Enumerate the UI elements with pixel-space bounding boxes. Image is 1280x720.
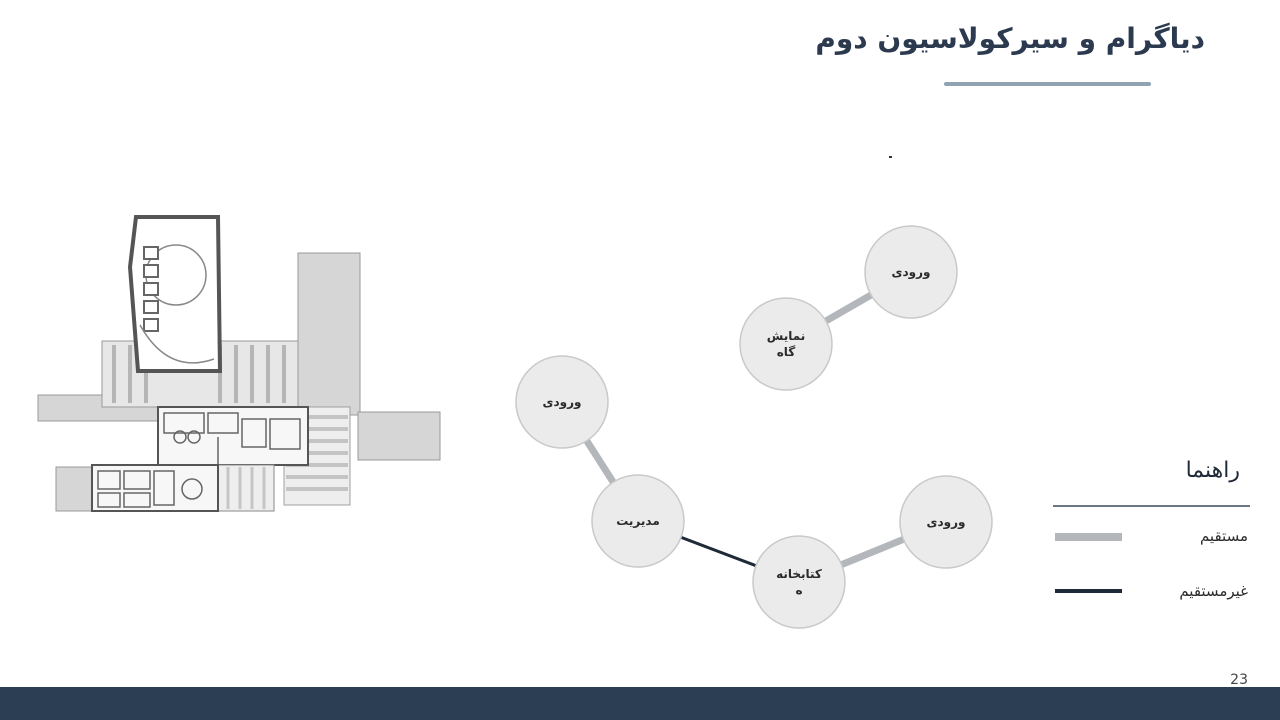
node-circle (739, 297, 833, 391)
legend-label-indirect: غیرمستقیم (1179, 582, 1248, 600)
title-underline (944, 82, 1151, 86)
node-n3: ورودی (515, 355, 609, 449)
node-circle (752, 535, 846, 629)
node-label: ورودی (543, 395, 582, 410)
node-n2: نمایش گاه (739, 297, 833, 391)
node-n1: ورودی (864, 225, 958, 319)
legend-divider (1053, 505, 1250, 507)
legend-swatch-direct (1055, 533, 1122, 541)
legend-title: راهنما (1185, 458, 1240, 483)
node-n4: مدیریت (591, 474, 685, 568)
page-title: دیاگرام و سیرکولاسیون دوم (815, 22, 1205, 55)
node-circle (864, 225, 958, 319)
page-number: 23 (1230, 672, 1248, 688)
node-label: ورودی (927, 515, 966, 530)
node-label: گاه (777, 345, 796, 359)
node-circle (591, 474, 685, 568)
node-circle (899, 475, 993, 569)
floor-plan-drawing (37, 215, 441, 512)
node-label: ه (795, 583, 802, 597)
legend-label-direct: مستقیم (1199, 527, 1248, 545)
node-label: کتابخانه (776, 567, 822, 581)
node-label: مدیریت (616, 514, 660, 528)
footer-bar (0, 687, 1280, 720)
legend-swatch-indirect (1055, 589, 1122, 593)
node-n5: کتابخانه ه (752, 535, 846, 629)
node-circle (515, 355, 609, 449)
node-label: نمایش (767, 329, 806, 343)
stray-mark (889, 156, 892, 158)
node-label: ورودی (892, 265, 931, 280)
node-n6: ورودی (899, 475, 993, 569)
